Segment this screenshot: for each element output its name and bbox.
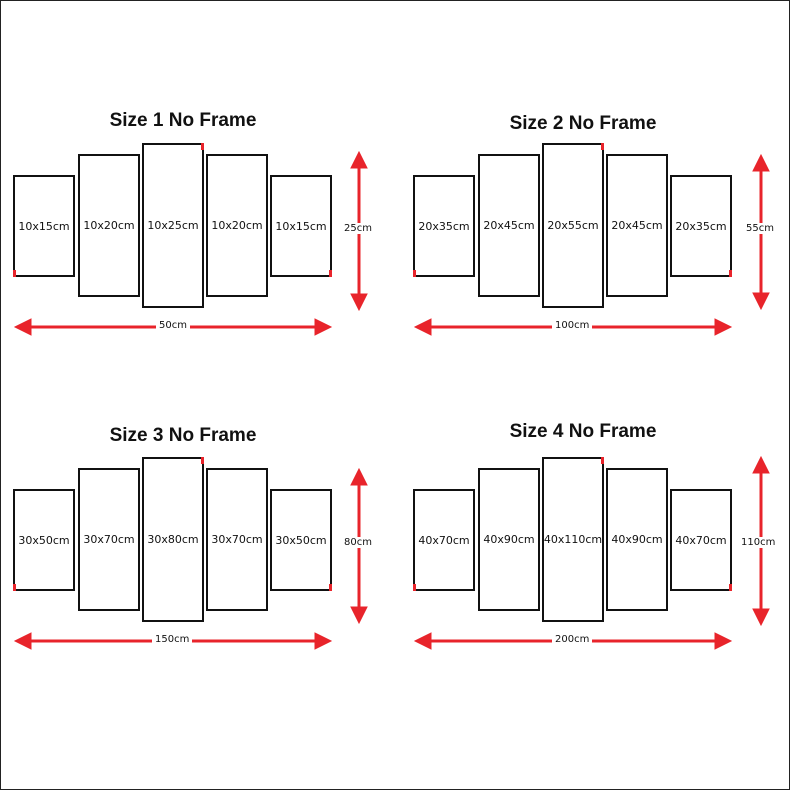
canvas-panel-5: 10x15cm — [270, 175, 332, 277]
canvas-panel-3: 30x80cm — [142, 457, 204, 622]
size-title: Size 3 No Frame — [109, 425, 257, 446]
size-title: Size 4 No Frame — [509, 421, 657, 442]
size-group-1: Size 1 No Frame 10x15cm 10x20cm 10x25cm … — [13, 108, 393, 368]
panel-size-label: 20x35cm — [675, 219, 727, 233]
canvas-panel-5: 40x70cm — [670, 489, 732, 591]
width-label: 100cm — [552, 320, 593, 331]
panel-size-label: 30x80cm — [147, 533, 199, 546]
panel-size-label: 30x50cm — [18, 533, 70, 547]
size-group-4: Size 4 No Frame 40x70cm 40x90cm 40x110cm… — [413, 421, 789, 681]
canvas-panel-1: 20x35cm — [413, 175, 475, 277]
panel-size-label: 30x70cm — [83, 533, 135, 546]
panel-size-label: 30x50cm — [275, 533, 327, 547]
height-label: 110cm — [738, 537, 779, 548]
dimension-arrows — [413, 455, 770, 650]
panel-corner-marker — [329, 584, 332, 591]
panel-corner-marker — [13, 584, 16, 591]
width-label: 150cm — [152, 634, 193, 645]
canvas-panel-2: 30x70cm — [78, 468, 140, 611]
panel-corner-marker — [413, 584, 416, 591]
panel-size-label: 10x15cm — [275, 219, 327, 233]
panel-size-label: 40x70cm — [675, 533, 727, 547]
width-label: 200cm — [552, 634, 593, 645]
panel-corner-marker — [329, 270, 332, 277]
panel-corner-marker — [201, 457, 204, 464]
panel-size-label: 30x70cm — [211, 533, 263, 546]
canvas-panel-4: 10x20cm — [206, 154, 268, 297]
panel-size-label: 40x90cm — [611, 533, 663, 546]
size-group-2: Size 2 No Frame 20x35cm 20x45cm 20x55cm … — [413, 111, 789, 371]
size-title: Size 2 No Frame — [509, 113, 657, 134]
dimension-arrows — [13, 467, 368, 650]
height-label: 55cm — [743, 223, 777, 234]
panel-size-label: 20x35cm — [418, 219, 470, 233]
panel-size-label: 10x20cm — [83, 219, 135, 232]
canvas-panel-2: 20x45cm — [478, 154, 540, 297]
panel-corner-marker — [601, 143, 604, 150]
canvas-panel-3: 20x55cm — [542, 143, 604, 308]
panel-corner-marker — [13, 270, 16, 277]
canvas-panel-4: 20x45cm — [606, 154, 668, 297]
height-label: 25cm — [341, 223, 375, 234]
width-label: 50cm — [156, 320, 190, 331]
canvas-panel-4: 30x70cm — [206, 468, 268, 611]
panel-size-label: 40x110cm — [543, 533, 603, 546]
panel-size-label: 20x45cm — [483, 219, 535, 232]
panel-size-label: 10x15cm — [18, 219, 70, 233]
panel-size-label: 40x70cm — [418, 533, 470, 547]
canvas-panel-1: 40x70cm — [413, 489, 475, 591]
panel-corner-marker — [729, 270, 732, 277]
dimension-arrows — [413, 153, 770, 336]
canvas-panel-2: 10x20cm — [78, 154, 140, 297]
canvas-panel-1: 10x15cm — [13, 175, 75, 277]
panel-size-label: 20x45cm — [611, 219, 663, 232]
panel-size-label: 10x25cm — [147, 219, 199, 232]
panel-size-label: 40x90cm — [483, 533, 535, 546]
canvas-panel-1: 30x50cm — [13, 489, 75, 591]
canvas-panel-3: 10x25cm — [142, 143, 204, 308]
canvas-panel-3: 40x110cm — [542, 457, 604, 622]
canvas-panel-5: 30x50cm — [270, 489, 332, 591]
canvas-panel-4: 40x90cm — [606, 468, 668, 611]
size-title: Size 1 No Frame — [109, 110, 257, 131]
panel-size-label: 20x55cm — [547, 219, 599, 232]
panel-size-label: 10x20cm — [211, 219, 263, 232]
dimension-arrows — [13, 150, 368, 336]
panel-corner-marker — [413, 270, 416, 277]
height-label: 80cm — [341, 537, 375, 548]
canvas-panel-2: 40x90cm — [478, 468, 540, 611]
size-group-3: Size 3 No Frame 30x50cm 30x70cm 30x80cm … — [13, 423, 393, 683]
panel-corner-marker — [201, 143, 204, 150]
canvas-panel-5: 20x35cm — [670, 175, 732, 277]
panel-corner-marker — [729, 584, 732, 591]
panel-corner-marker — [601, 457, 604, 464]
